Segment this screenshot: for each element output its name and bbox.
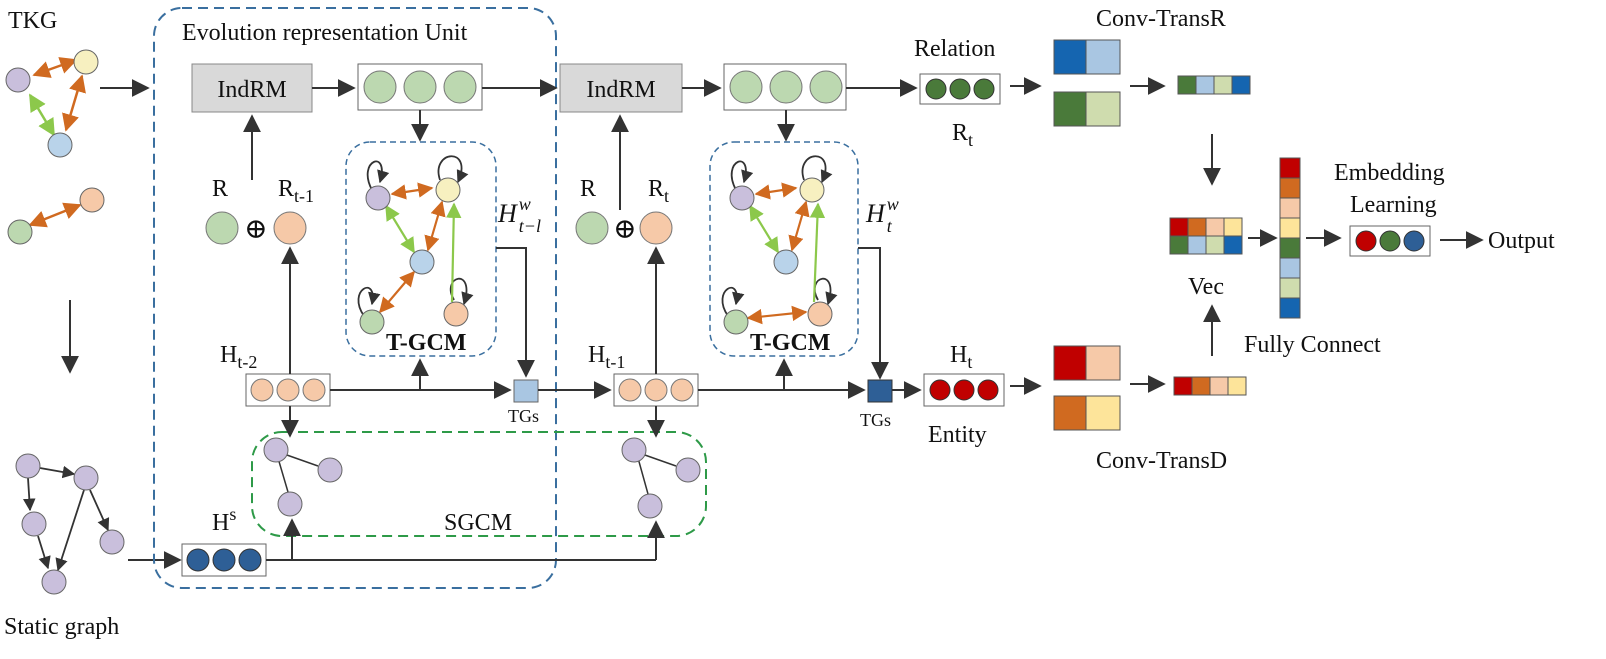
vec-label: Vec: [1188, 274, 1224, 300]
h-s-label: Hs: [212, 504, 236, 536]
sgcm-graph-1: [263, 437, 343, 517]
r-t-node: [639, 211, 673, 245]
relation-rt-label: Rt: [952, 120, 973, 150]
tgcm-label-2: T-GCM: [750, 330, 830, 356]
tgcm-graph-1: [357, 155, 474, 335]
tkg-label: TKG: [8, 8, 57, 34]
conv-transr-label: Conv-TransR: [1096, 6, 1226, 32]
evolution-unit-box: [153, 7, 557, 589]
evolution-unit-label: Evolution representation Unit: [182, 20, 468, 46]
tkg-node-purple: [5, 67, 31, 93]
tgs-box-2: [867, 379, 893, 403]
tgs-label-2: TGs: [860, 410, 891, 430]
embedding-label-2: Learning: [1350, 192, 1437, 218]
r-t-minus-1-label: Rt-1: [278, 176, 314, 206]
r-node-2: [575, 211, 609, 245]
oplus-1: ⊕: [244, 214, 267, 245]
h-t-minus-2-label: Ht-2: [220, 342, 257, 372]
tgcm-graph-2: [721, 155, 838, 335]
r-t-label: Rt: [648, 176, 669, 206]
tgs-box-1: [513, 379, 539, 403]
vec-matrix: [1169, 217, 1243, 255]
entity-label: Entity: [928, 422, 987, 448]
static-graph-label: Static graph: [4, 614, 119, 640]
h-t-label: Ht: [950, 342, 972, 372]
tgcm-label-1: T-GCM: [386, 330, 466, 356]
r-label-1: R: [212, 176, 228, 202]
indrm-label-2: IndRM: [586, 77, 655, 103]
indrm-box-1: [191, 63, 313, 113]
static-node: [99, 529, 125, 555]
tkg-graph: TKG: [5, 8, 105, 245]
indrm-box-2: [559, 63, 683, 113]
r-t-minus-1-node: [273, 211, 307, 245]
static-node: [73, 465, 99, 491]
transd-output-vector: [1173, 376, 1247, 396]
h-t-minus-1-label: Ht-1: [588, 342, 625, 372]
embedding-label-1: Embedding: [1334, 160, 1445, 186]
tkg-node-peach: [79, 187, 105, 213]
fully-connect-vector: [1279, 157, 1301, 319]
tkg-node-green: [7, 219, 33, 245]
transr-output-vector: [1177, 75, 1251, 95]
indrm-label-1: IndRM: [217, 77, 286, 103]
r-label-2: R: [580, 176, 596, 202]
tkg-node-blue: [47, 132, 73, 158]
oplus-2: ⊕: [613, 214, 636, 245]
relation-label: Relation: [914, 36, 995, 62]
static-graph: Static graph: [4, 453, 125, 640]
tkg-node-yellow: [73, 49, 99, 75]
sgcm-box: [251, 431, 707, 537]
tgs-label-1: TGs: [508, 406, 539, 426]
static-node: [15, 453, 41, 479]
static-node: [41, 569, 67, 595]
sgcm-graph-2: [621, 437, 701, 519]
r-node-1: [205, 211, 239, 245]
static-node: [21, 511, 47, 537]
fully-connect-label: Fully Connect: [1244, 332, 1381, 358]
conv-transd-label: Conv-TransD: [1096, 448, 1227, 474]
sgcm-label: SGCM: [444, 510, 512, 536]
output-label: Output: [1488, 228, 1555, 254]
